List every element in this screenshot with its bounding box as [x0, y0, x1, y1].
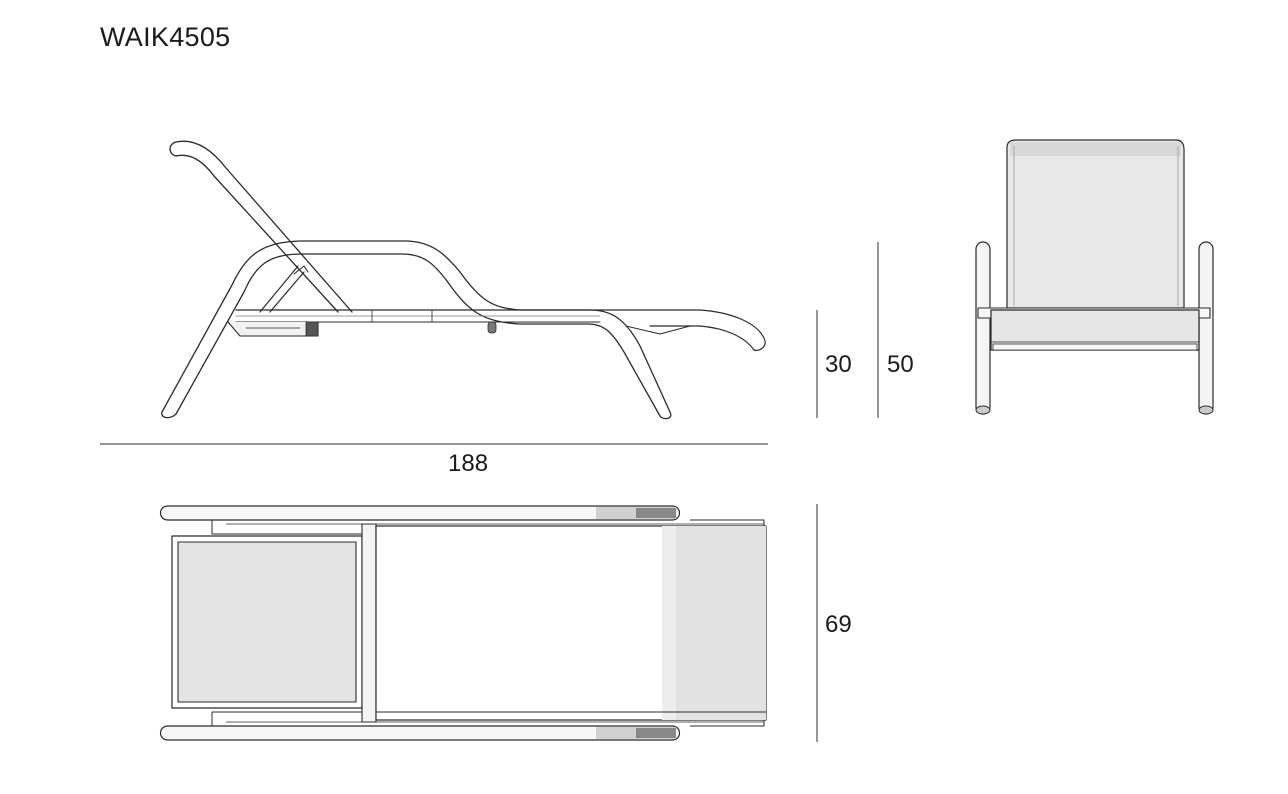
side-main-frame: [161, 240, 672, 420]
side-wheel: [487, 321, 497, 334]
dim-width-label: 69: [825, 611, 852, 638]
dim-total-height-label: 50: [887, 351, 914, 378]
front-seat-fabric: [990, 309, 1200, 351]
top-upper-tube: [159, 505, 681, 521]
side-hinge-box: [227, 321, 319, 337]
dim-length-label: 188: [448, 450, 489, 477]
side-back-strut: [259, 265, 309, 313]
side-view: [161, 140, 766, 420]
model-code: WAIK4505: [100, 22, 231, 52]
front-view: [975, 139, 1214, 415]
front-left-leg: [975, 241, 991, 415]
front-right-leg: [1198, 241, 1214, 415]
dim-seat-height-label: 30: [825, 351, 852, 378]
side-backrest-tube: [169, 140, 353, 313]
top-seat-fabric-end: [662, 526, 766, 720]
front-backrest-top-band: [1010, 142, 1181, 156]
top-divider: [361, 523, 377, 723]
top-backrest-fabric: [177, 541, 357, 703]
front-backrest-fabric: [1006, 139, 1185, 309]
top-lower-tube: [159, 725, 681, 741]
side-front-brace: [625, 325, 691, 335]
top-view: [159, 505, 767, 741]
